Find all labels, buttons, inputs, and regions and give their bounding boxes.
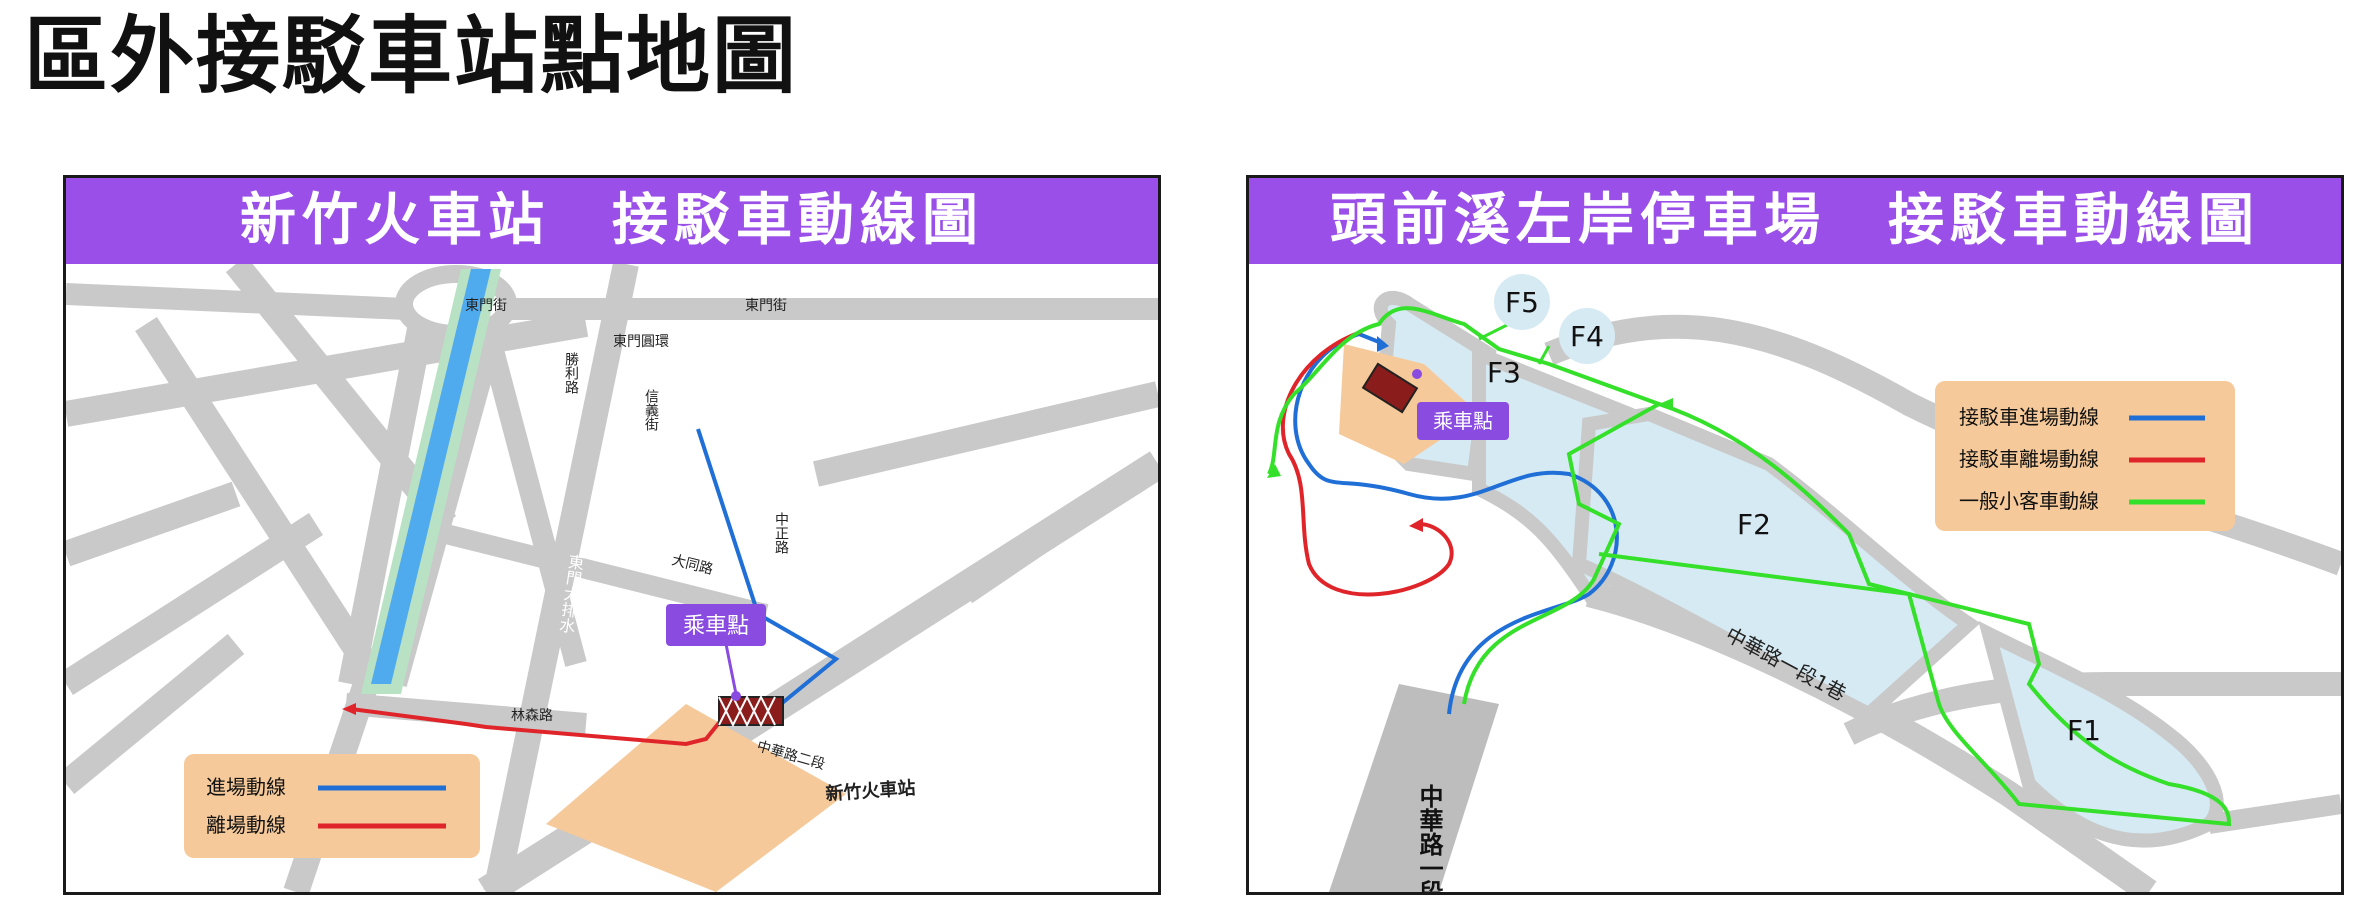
road-datong — [403, 514, 769, 624]
road-shengli-west — [338, 321, 434, 687]
car-route-spur-f4 — [1537, 345, 1551, 365]
pickup-pointer — [724, 643, 738, 695]
touqian-river-route-map: 乘車點 F5 F4 F3 F2 F1 中華路一段1巷 中華路一段 接駁車進場動線… — [1267, 274, 2341, 892]
car-route-arrow-east — [1659, 398, 1673, 410]
car-route-spur-f5 — [1478, 322, 1510, 341]
car-route-arrow-west — [1267, 464, 1281, 478]
road-west-1 — [66, 481, 241, 567]
hsinchu-station-banner: 新竹火車站 接駁車動線圖 — [66, 178, 1158, 264]
pickup-point-marker: 乘車點 — [666, 604, 784, 728]
hsinchu-station-map-panel: 新竹火車站 接駁車動線圖 — [63, 175, 1161, 895]
road-east — [813, 381, 1158, 487]
left-legend: 進場動線 離場動線 — [184, 754, 480, 858]
label-shengli-rd: 勝利路 — [563, 352, 579, 394]
touqian-river-map-panel: 頭前溪左岸停車場 接駁車動線圖 — [1246, 175, 2344, 895]
right-legend: 接駁車進場動線 接駁車離場動線 一般小客車動線 — [1935, 381, 2235, 531]
road-west-3 — [66, 633, 245, 795]
legend-shuttle-exit-label: 接駁車離場動線 — [1959, 447, 2099, 471]
zone-f2-label: F2 — [1737, 508, 1771, 541]
hsinchu-station-route-map: 乘車點 東門街 東門街 東門圓環 勝利路 信義街 中正路 大同路 林森路 中華路… — [66, 264, 1158, 892]
road-diagonal-upper — [66, 311, 589, 427]
exit-route-line — [350, 707, 728, 747]
zone-f1-label: F1 — [2067, 714, 2101, 747]
pickup-marker-box-right — [1361, 362, 1419, 414]
label-zhongzheng-rd: 中正路 — [773, 512, 789, 554]
label-dongmen-roundabout: 東門圓環 — [613, 334, 669, 350]
pickup-dot-right — [1412, 369, 1422, 379]
road-south-diagonal — [483, 264, 639, 892]
left-legend-box — [184, 754, 480, 858]
car-route-line-east — [1598, 402, 2232, 827]
pickup-dot — [731, 691, 741, 701]
zone-f3-label: F3 — [1487, 356, 1521, 389]
hsinchu-station-building — [546, 704, 846, 892]
road-southeast — [2207, 794, 2341, 834]
label-datong-rd: 大同路 — [670, 552, 715, 578]
road-dongmen-st-west — [66, 283, 407, 320]
label-zhonghua-sec1: 中華路一段 — [1415, 784, 1443, 892]
zone-f4-badge — [1559, 308, 1615, 364]
road-linsen — [345, 693, 587, 735]
zone-f1-area — [1978, 620, 2224, 848]
legend-shuttle-entry-label: 接駁車進場動線 — [1959, 405, 2099, 429]
label-xinyi-st: 信義街 — [643, 389, 659, 431]
zone-f4-label: F4 — [1570, 320, 1604, 353]
canal-water — [371, 269, 491, 684]
legend-entry-label: 進場動線 — [206, 775, 286, 799]
touqian-river-banner: 頭前溪左岸停車場 接駁車動線圖 — [1249, 178, 2341, 264]
exit-route-arrow — [342, 703, 356, 715]
label-dongmen-st-right: 東門街 — [745, 298, 787, 314]
pickup-point-marker-right: 乘車點 — [1361, 362, 1509, 440]
pickup-label: 乘車點 — [683, 614, 749, 639]
page-title: 區外接駁車站點地圖 — [24, 7, 799, 105]
legend-exit-label: 離場動線 — [206, 813, 286, 837]
pickup-label-right: 乘車點 — [1433, 409, 1493, 433]
label-linsen-rd: 林森路 — [511, 708, 553, 724]
zone-f5-badge — [1494, 274, 1550, 330]
pickup-label-box-right — [1417, 402, 1509, 440]
road-zhonghua-sec1 — [1329, 684, 1499, 892]
exit-route-arrow-right — [1409, 518, 1423, 532]
road-east-2 — [959, 454, 1158, 604]
label-dongmen-st-left: 東門街 — [465, 298, 507, 314]
label-hsinchu-station: 新竹火車站 — [825, 777, 916, 805]
road-diagonal-nw — [225, 264, 457, 533]
entry-route-arrow-right — [1377, 336, 1389, 352]
pickup-label-box — [666, 604, 766, 646]
legend-car-label: 一般小客車動線 — [1959, 489, 2099, 513]
road-west-2 — [66, 513, 324, 695]
pickup-marker-pattern — [718, 694, 776, 728]
zone-f5-label: F5 — [1505, 286, 1539, 319]
car-route-line-main — [1267, 306, 1664, 705]
